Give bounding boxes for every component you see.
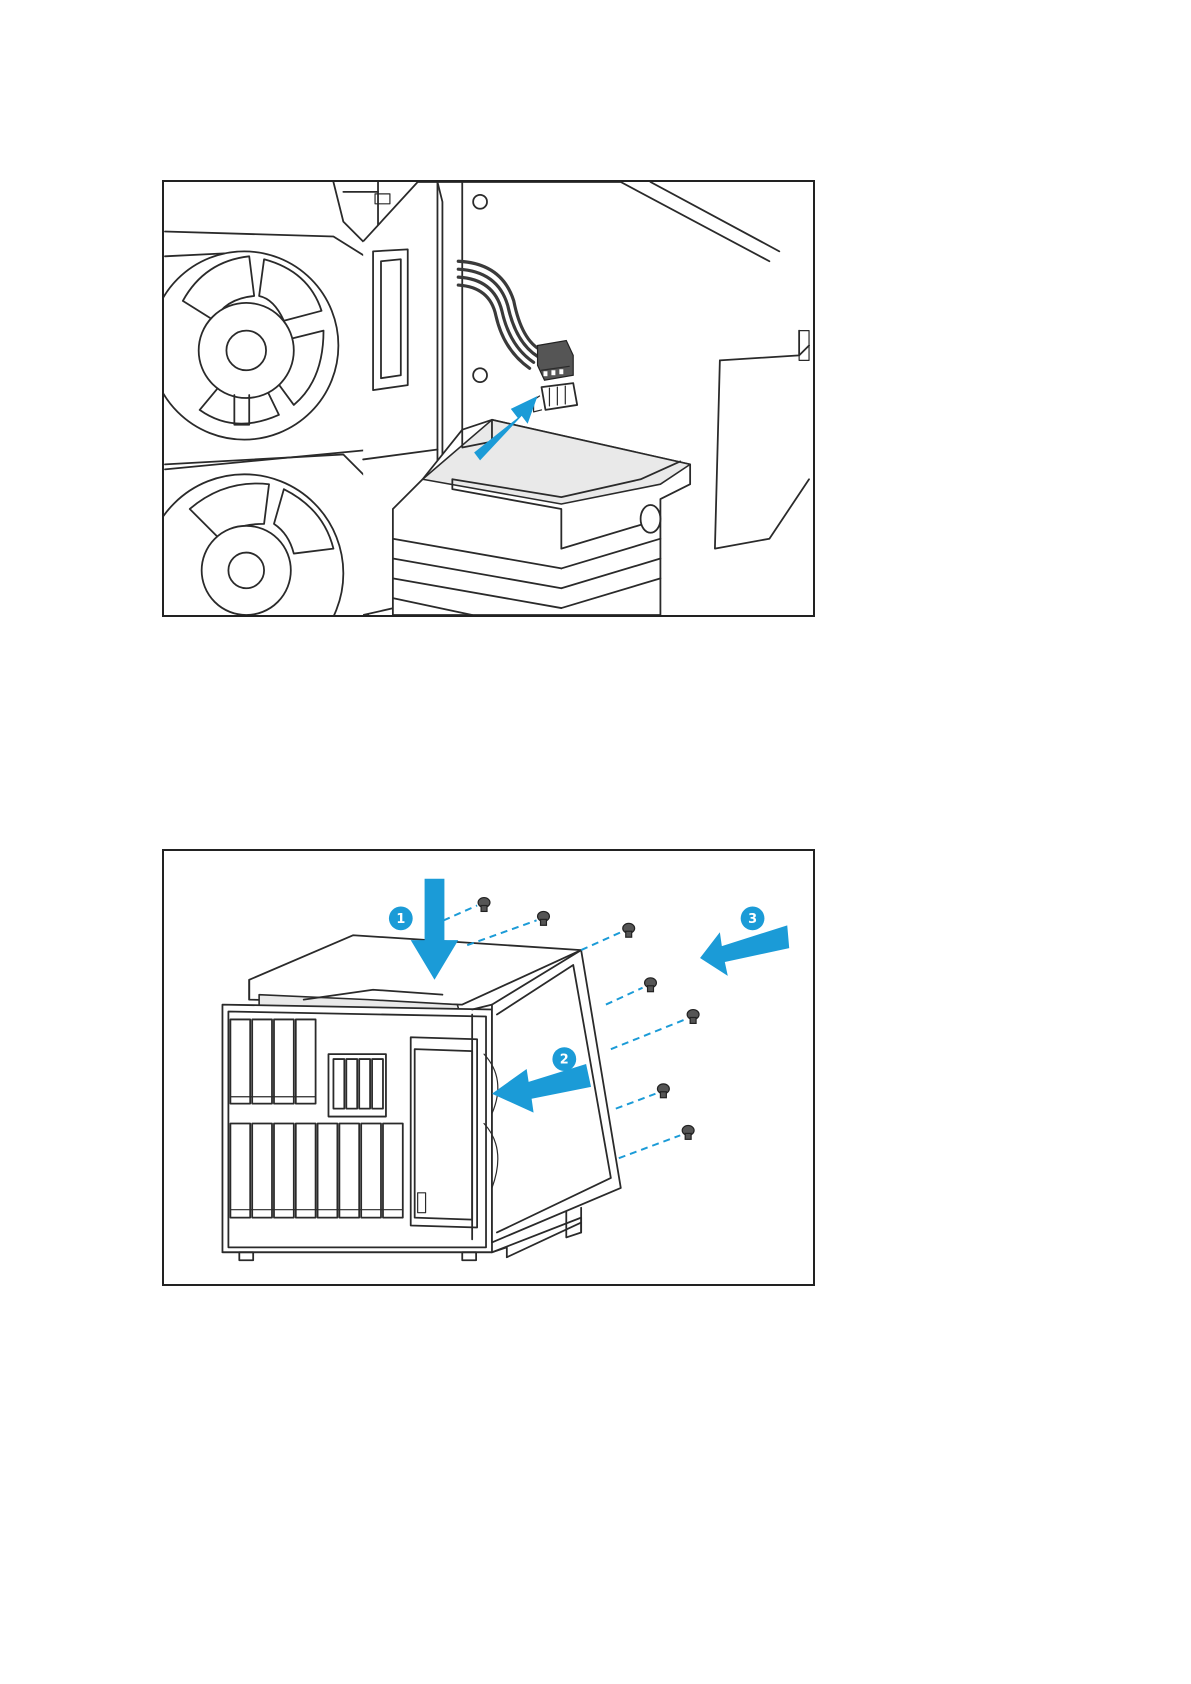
side-cover-panel xyxy=(472,950,621,1242)
step-badge-3: 3 xyxy=(741,906,765,930)
step-badge-1: 1 xyxy=(389,906,413,930)
illustration-nas-cover: 1 2 3 xyxy=(164,851,813,1284)
figure-connect-cable xyxy=(162,180,815,617)
svg-text:3: 3 xyxy=(748,912,757,927)
figure-install-cover: 1 2 3 xyxy=(162,849,815,1286)
fan-icon xyxy=(164,454,368,615)
connector-socket-icon xyxy=(534,383,578,412)
svg-text:1: 1 xyxy=(396,912,405,927)
connector-icon xyxy=(538,341,574,381)
svg-text:2: 2 xyxy=(560,1053,569,1068)
power-cable xyxy=(458,261,541,368)
fan-icon xyxy=(164,232,373,470)
step-badge-2: 2 xyxy=(552,1047,576,1071)
illustration-chassis-interior xyxy=(164,182,813,615)
